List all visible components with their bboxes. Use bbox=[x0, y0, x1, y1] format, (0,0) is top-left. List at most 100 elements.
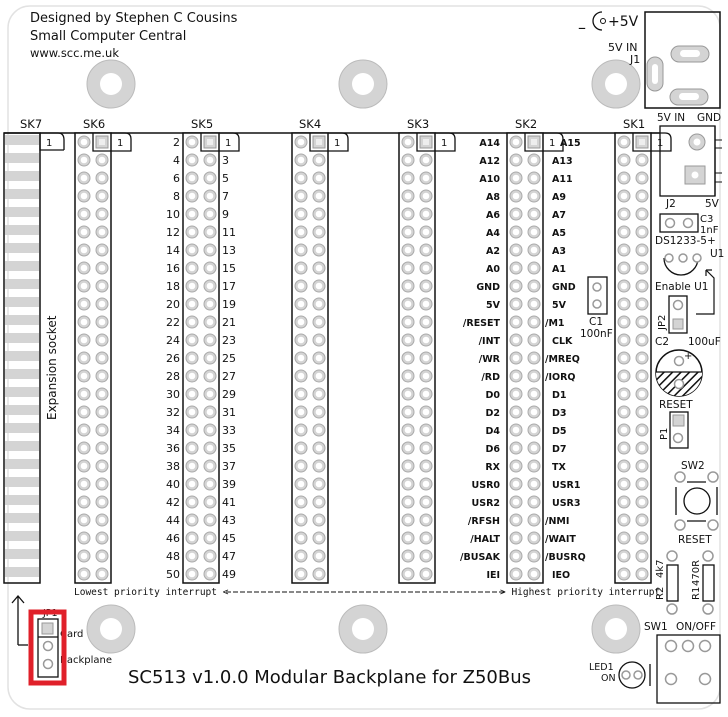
pin-number-even: 34 bbox=[166, 424, 180, 437]
expansion-pin bbox=[5, 405, 39, 415]
signal-label-right: A7 bbox=[552, 210, 566, 221]
svg-text:470R: 470R bbox=[691, 560, 702, 586]
socket-sk4: 1 bbox=[291, 132, 349, 584]
expansion-pin bbox=[5, 369, 39, 379]
socket-label-sk3: SK3 bbox=[407, 117, 429, 131]
expansion-pin bbox=[5, 477, 39, 487]
expansion-pin bbox=[5, 387, 39, 397]
svg-text:GND: GND bbox=[697, 112, 721, 124]
interrupt-highest-label: > Highest priority interrupt bbox=[500, 587, 660, 598]
pin-number-odd: 37 bbox=[222, 460, 236, 473]
socket-label-sk6: SK6 bbox=[83, 117, 105, 131]
socket-sk6: 1 bbox=[74, 132, 132, 584]
svg-text:P1: P1 bbox=[659, 428, 670, 440]
signal-label-left: D0 bbox=[486, 390, 501, 401]
signal-label-left: RX bbox=[485, 462, 500, 473]
socket-label-sk2: SK2 bbox=[515, 117, 537, 131]
pin1-marker: 1 bbox=[117, 138, 123, 149]
credit-designer: Designed by Stephen C Cousins bbox=[30, 11, 238, 26]
pin-number-odd: 39 bbox=[222, 478, 236, 491]
signal-label-right: A9 bbox=[552, 192, 566, 203]
signal-label-left: /RESET bbox=[463, 318, 501, 329]
signal-label-right: GND bbox=[552, 282, 576, 293]
signal-label-left: D4 bbox=[486, 426, 501, 437]
signal-label-left: A8 bbox=[486, 192, 500, 203]
svg-text:J2: J2 bbox=[665, 198, 676, 210]
interrupt-lowest-label: Lowest priority interrupt < bbox=[74, 587, 229, 598]
signal-label-left: GND bbox=[476, 282, 500, 293]
pin-number-odd: 29 bbox=[222, 388, 236, 401]
header-p1: RESET P1 bbox=[659, 399, 693, 449]
svg-text:Enable U1: Enable U1 bbox=[655, 281, 708, 293]
pin-number-even: 40 bbox=[166, 478, 180, 491]
signal-label-right: /IORQ bbox=[545, 372, 575, 383]
led-led1: LED1 ON bbox=[589, 661, 651, 689]
signal-label-left: /RD bbox=[481, 372, 500, 383]
svg-text:C2: C2 bbox=[655, 336, 669, 348]
socket-sk5: 1 bbox=[182, 132, 240, 584]
pin-number-even: 18 bbox=[166, 280, 180, 293]
expansion-socket-label: Expansion socket bbox=[45, 315, 59, 420]
jack-ref-label: J1 bbox=[629, 53, 640, 66]
socket-label-sk4: SK4 bbox=[299, 117, 321, 131]
pin-number-odd: 21 bbox=[222, 316, 236, 329]
pin-number-odd: 41 bbox=[222, 496, 236, 509]
signal-label-right: D5 bbox=[552, 426, 567, 437]
signal-label-left: D2 bbox=[486, 408, 501, 419]
pin-number-odd: 5 bbox=[222, 172, 229, 185]
expansion-pin bbox=[5, 513, 39, 523]
signal-label-right: A11 bbox=[552, 174, 573, 185]
pin1-marker: 1 bbox=[334, 138, 340, 149]
svg-text:1: 1 bbox=[46, 138, 52, 149]
signal-label-left: IEI bbox=[486, 570, 500, 581]
expansion-pin bbox=[5, 315, 39, 325]
svg-text:Backplane: Backplane bbox=[60, 655, 112, 666]
power-jack-j1: – +5V 5V IN J1 bbox=[578, 11, 721, 109]
svg-text:RESET: RESET bbox=[678, 534, 712, 546]
expansion-pin bbox=[5, 225, 39, 235]
jumper-jp1[interactable]: JP1 Card Backplane bbox=[11, 595, 112, 686]
expansion-pin bbox=[5, 333, 39, 343]
pin-number-odd: 23 bbox=[222, 334, 236, 347]
ic-u1: DS1233-5+ U1 bbox=[655, 235, 724, 315]
pin-number-odd: 15 bbox=[222, 262, 236, 275]
signal-label-right: A5 bbox=[552, 228, 566, 239]
signal-label-left: A2 bbox=[486, 246, 500, 257]
signal-label-left: A10 bbox=[479, 174, 500, 185]
signal-label-right: /BUSRQ bbox=[545, 552, 586, 563]
switch-sw1: SW1 ON/OFF bbox=[644, 621, 721, 704]
pin-number-odd: 13 bbox=[222, 244, 236, 257]
pin-number-odd: 19 bbox=[222, 298, 236, 311]
socket-sk3: 1 bbox=[398, 132, 456, 584]
pin-number-even: 48 bbox=[166, 550, 180, 563]
expansion-pin bbox=[5, 549, 39, 559]
socket-sk2: 1 bbox=[506, 132, 564, 584]
svg-text:ON: ON bbox=[601, 673, 616, 684]
pin-number-even: 30 bbox=[166, 388, 180, 401]
signal-label-left: USR0 bbox=[472, 480, 501, 491]
svg-text:C3: C3 bbox=[700, 214, 713, 225]
signal-label-right: A1 bbox=[552, 264, 566, 275]
capacitor-c1: C1 100nF bbox=[580, 276, 613, 340]
pin-number-odd: 33 bbox=[222, 424, 236, 437]
svg-text:Card: Card bbox=[60, 629, 83, 640]
board-title: SC513 v1.0.0 Modular Backplane for Z50Bu… bbox=[128, 667, 531, 688]
pin-number-even: 16 bbox=[166, 262, 180, 275]
pin-number-even: 20 bbox=[166, 298, 180, 311]
socket-label-sk7: SK7 bbox=[20, 117, 42, 131]
pin-number-even: 36 bbox=[166, 442, 180, 455]
pin-number-odd: 25 bbox=[222, 352, 236, 365]
socket-sk1: 1 bbox=[614, 132, 672, 584]
pin-number-odd: 35 bbox=[222, 442, 236, 455]
expansion-pin bbox=[5, 531, 39, 541]
interrupt-chain: Lowest priority interrupt < > Highest pr… bbox=[74, 587, 660, 598]
board-outline bbox=[7, 5, 721, 710]
signal-label-right: /NMI bbox=[545, 516, 569, 527]
expansion-pin bbox=[5, 135, 39, 145]
pin-number-even: 42 bbox=[166, 496, 180, 509]
expansion-pin bbox=[5, 459, 39, 469]
signal-label-left: /WR bbox=[479, 354, 501, 365]
pin-number-odd: 31 bbox=[222, 406, 236, 419]
signal-label-left: A14 bbox=[479, 138, 500, 149]
pin-number-odd: 17 bbox=[222, 280, 236, 293]
